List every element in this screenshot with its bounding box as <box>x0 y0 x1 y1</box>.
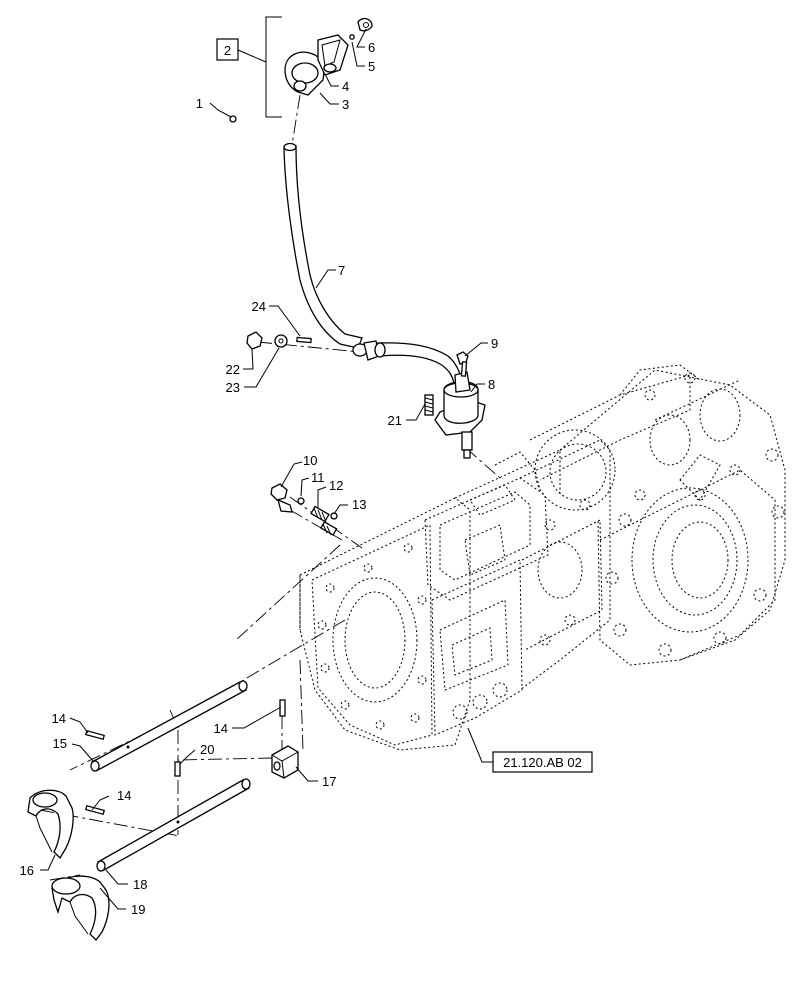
callout-8: 8 <box>488 377 495 392</box>
shift-knob-part-3 <box>284 51 326 96</box>
callout-18: 18 <box>133 877 147 892</box>
roll-pin-part-14-c <box>84 804 106 816</box>
callout-11: 11 <box>311 470 325 485</box>
shift-lever-part-7 <box>283 142 464 391</box>
callout-4: 4 <box>342 79 349 94</box>
callout-23: 23 <box>226 380 240 395</box>
pin-part-24 <box>296 336 312 344</box>
callout-5: 5 <box>368 59 375 74</box>
bolt-part-9 <box>456 351 469 377</box>
roll-pin-part-14-b <box>279 699 286 717</box>
shift-rail-part-18 <box>96 778 251 872</box>
callout-1: 1 <box>196 96 203 111</box>
callout-14-c: 14 <box>117 788 131 803</box>
pin-part-5 <box>349 34 355 40</box>
kit-label-box <box>216 38 239 61</box>
nut-part-22 <box>246 331 263 350</box>
shift-fork-part-19 <box>51 875 110 941</box>
shift-fork-part-16 <box>27 789 74 860</box>
spring-part-12 <box>310 505 338 536</box>
callout-14-b: 14 <box>214 721 228 736</box>
callout-14-a: 14 <box>52 711 66 726</box>
kit-bracket <box>237 16 282 118</box>
callout-labels: 1 3 4 5 6 7 8 9 21 24 22 23 10 11 12 13 … <box>20 40 499 917</box>
callout-10: 10 <box>303 453 317 468</box>
transmission-housing <box>299 364 786 751</box>
callout-19: 19 <box>131 902 145 917</box>
callout-15: 15 <box>53 736 67 751</box>
callout-21: 21 <box>388 413 402 428</box>
callout-24: 24 <box>252 299 266 314</box>
callout-12: 12 <box>329 478 343 493</box>
kit-label: 2 <box>224 43 231 58</box>
callout-7: 7 <box>338 263 345 278</box>
callout-20: 20 <box>200 742 214 757</box>
shift-block-part-17 <box>271 745 299 779</box>
callout-6: 6 <box>368 40 375 55</box>
ball-part-13 <box>330 512 338 520</box>
spring-part-21 <box>424 394 434 416</box>
screw-part-1 <box>229 115 237 123</box>
ball-part-11 <box>297 497 305 505</box>
lever-housing-part-8 <box>434 371 486 459</box>
reference-label: 21.120.AB 02 <box>503 755 582 770</box>
clip-part-6 <box>357 17 373 32</box>
callout-9: 9 <box>491 336 498 351</box>
pin-part-20 <box>174 761 181 777</box>
roll-pin-part-14-a <box>84 729 106 741</box>
washer-part-23 <box>274 334 288 348</box>
shift-boot-part-4 <box>317 34 349 76</box>
callout-16: 16 <box>20 863 34 878</box>
plug-part-10 <box>270 483 293 513</box>
shift-rail-part-15 <box>90 680 248 772</box>
callout-17: 17 <box>322 774 336 789</box>
callout-22: 22 <box>226 362 240 377</box>
callout-3: 3 <box>342 97 349 112</box>
callout-leaders <box>40 28 488 910</box>
callout-13: 13 <box>352 497 366 512</box>
